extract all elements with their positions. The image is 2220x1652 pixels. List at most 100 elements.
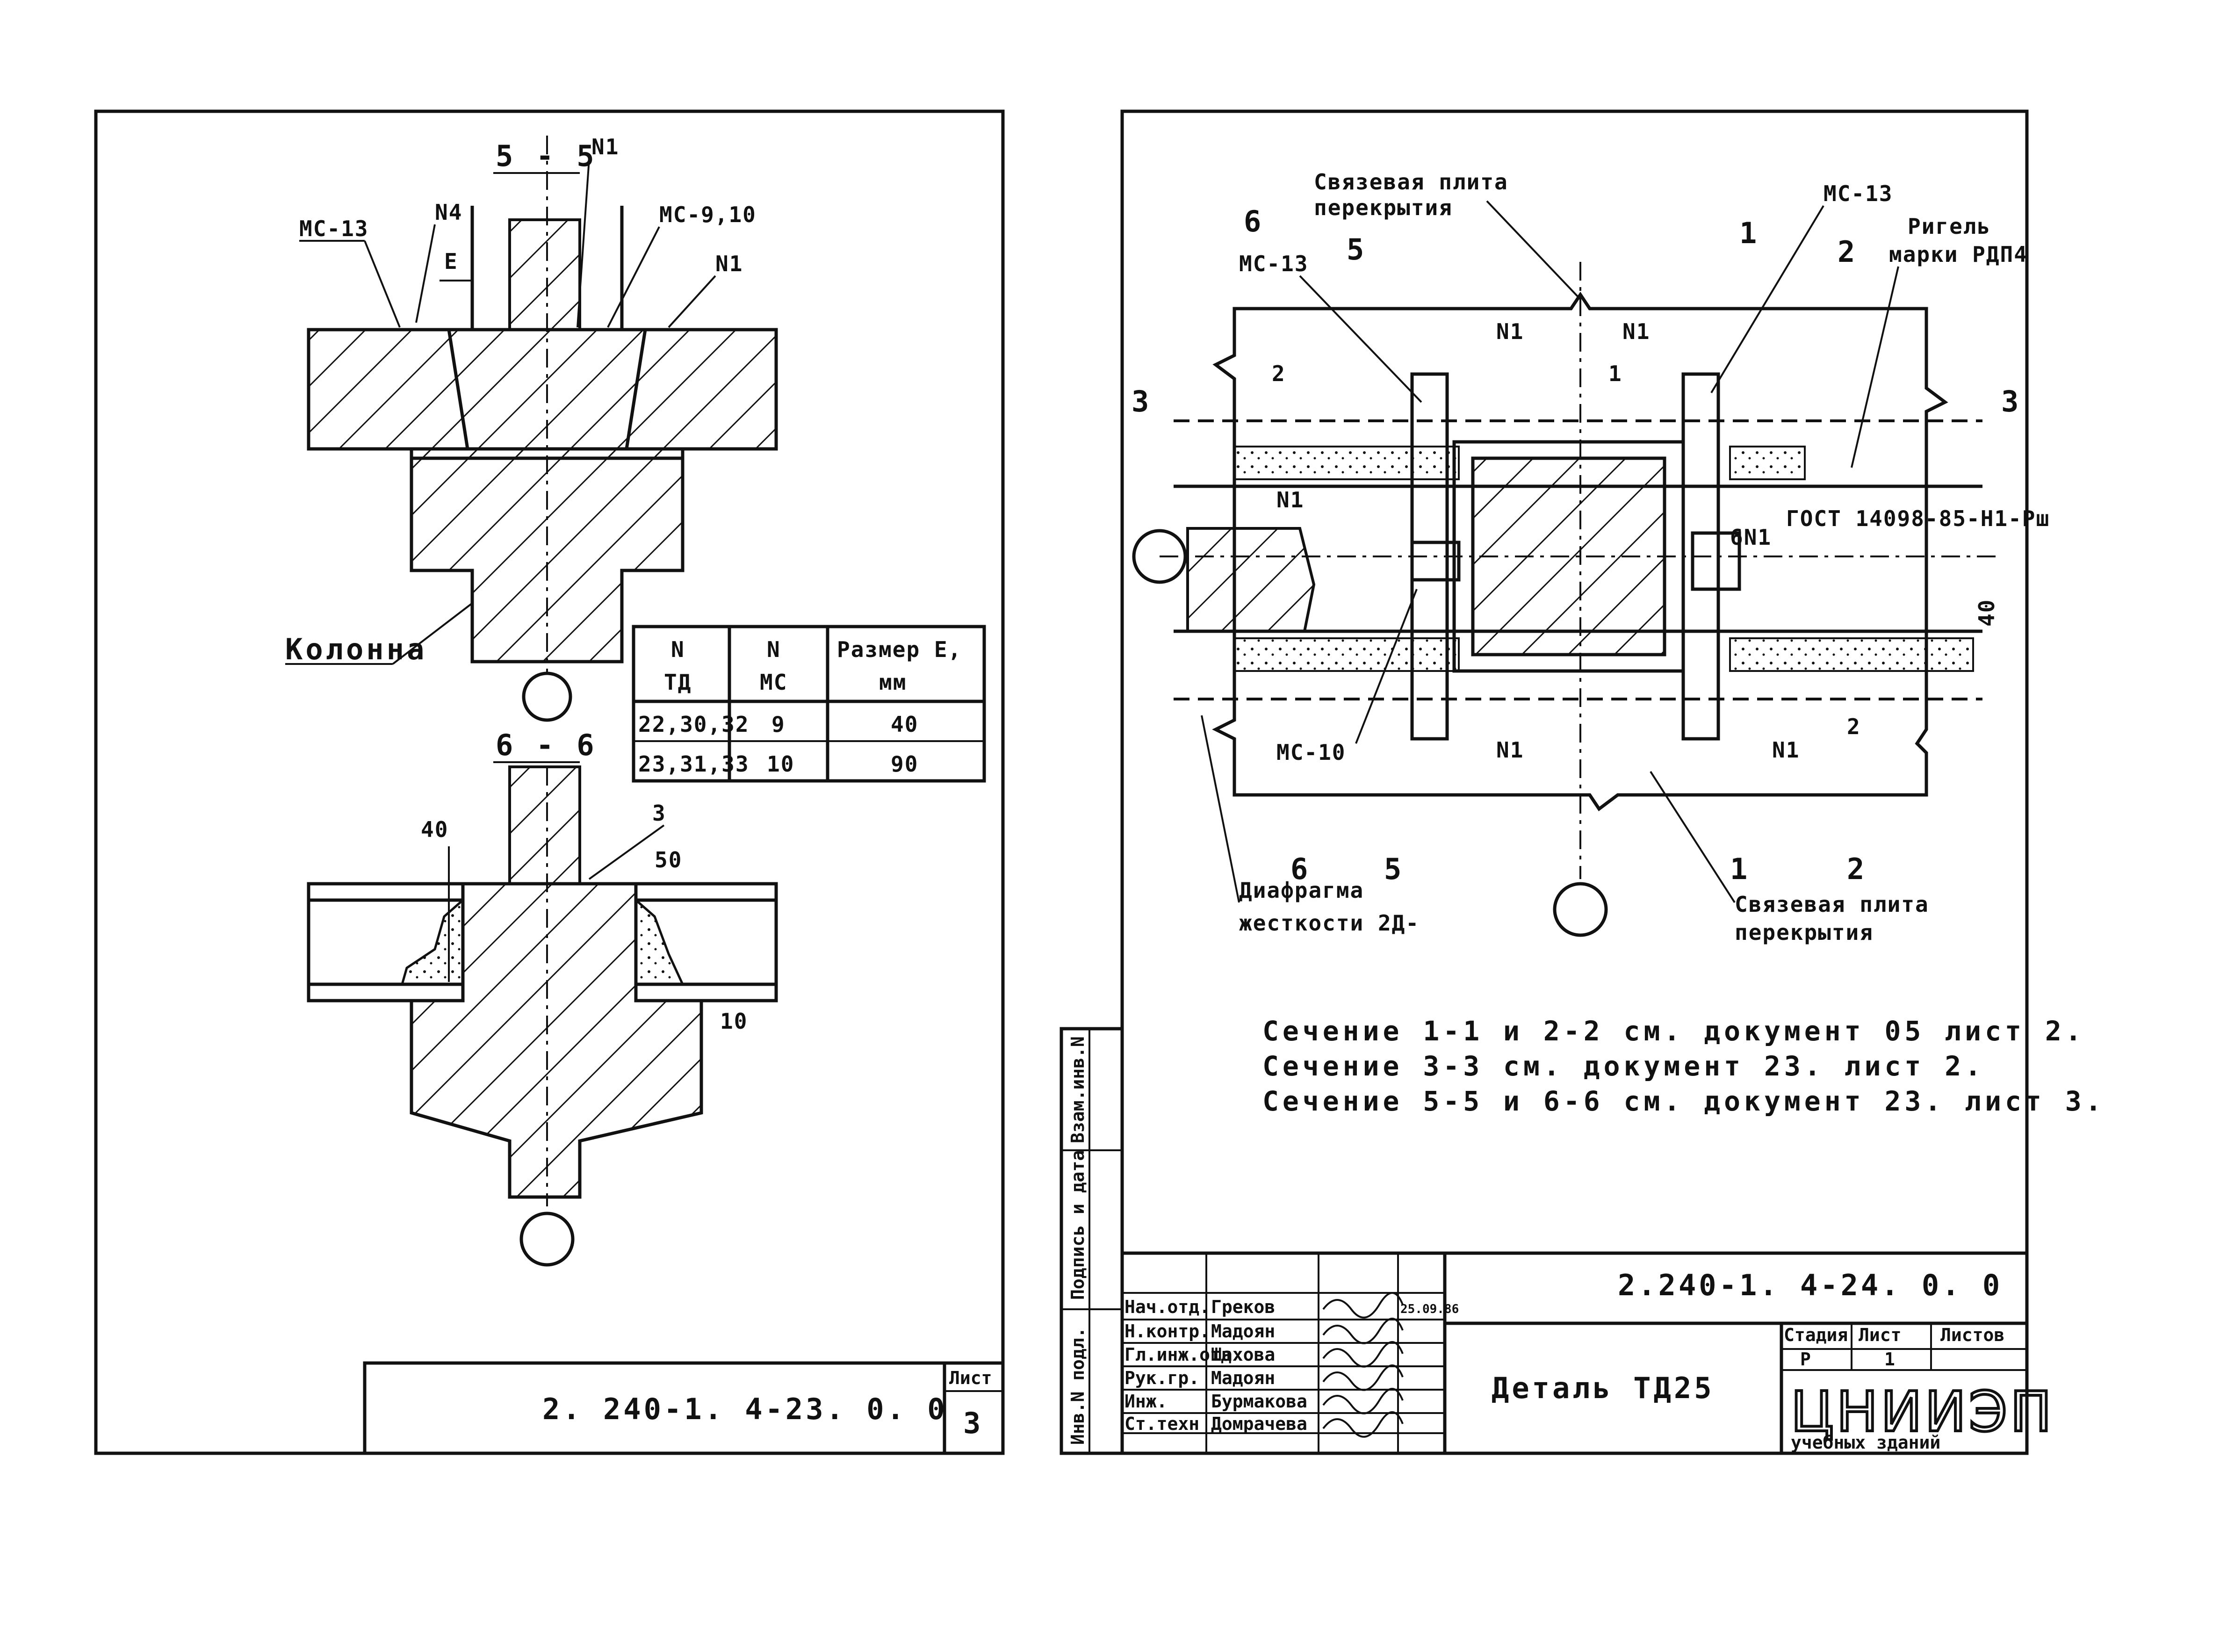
axis-marker-5-5 (522, 671, 572, 722)
role-1: Нач.отд. (1124, 1297, 1210, 1317)
label-mc13-top-right: МС-13 (1824, 181, 1893, 206)
left-sheet: 5 - 5 МС-13 N4 N1 МС-9,10 N1 (94, 109, 1005, 1455)
table-frame (632, 625, 986, 783)
diaphragm-section (1186, 527, 1316, 633)
column-core-6-6 (508, 765, 581, 885)
role-3: Гл.инж.отд (1124, 1344, 1232, 1365)
left-stamp-code: 2. 240-1. 4-23. 0. 0 (542, 1392, 948, 1426)
dim-40-right: 40 (1974, 599, 1999, 627)
label-n1-top: N1 (591, 134, 619, 159)
leader-n4 (415, 224, 436, 323)
leader-n1-right (668, 275, 716, 328)
label-item-3: 3 (652, 801, 666, 826)
label-item-2-right: 2 (1847, 714, 1861, 739)
side-stamp-2: Подпись и дата (1067, 1150, 1088, 1300)
table-cell-2-1: 23,31,33 (638, 751, 750, 777)
label-n1-right: N1 (715, 251, 743, 276)
side-stamp: Взам.инв.N Подпись и дата Инв.N подл. (1060, 1027, 1124, 1455)
cut-6-top: 6 (1244, 204, 1264, 238)
leader-mc10 (1355, 589, 1418, 744)
label-tie-plate-top-2: перекрытия (1314, 195, 1453, 220)
leader-mc910 (607, 226, 660, 328)
note-1: Сечение 1-1 и 2-2 см. документ 05 лист 2… (1262, 1015, 2085, 1047)
name-4: Мадоян (1211, 1368, 1275, 1388)
name-6: Домрачева (1211, 1414, 1307, 1434)
label-mc13-left-plan: МС-13 (1239, 251, 1308, 276)
axis-marker-left (1132, 529, 1187, 584)
leader-beam (1851, 266, 1899, 468)
cut-2-bottom: 2 (1847, 852, 1867, 886)
column-capital-6-6 (410, 882, 703, 1199)
detail-plan-drawing: Связевая плита перекрытия МС-13 МС-13 Ри… (1132, 169, 2049, 945)
label-n1-plan-1: N1 (1496, 319, 1524, 344)
note-3: Сечение 5-5 и 6-6 см. документ 23. лист … (1262, 1085, 2105, 1117)
label-6n1: 6N1 (1730, 525, 1772, 550)
label-n4: N4 (435, 200, 462, 225)
signature-2 (1322, 1318, 1404, 1344)
cut-5-bottom: 5 (1384, 852, 1404, 886)
leader-mc13-top-right (1710, 205, 1824, 394)
label-n1-plan-3: N1 (1276, 487, 1304, 512)
cut-2-top: 2 (1838, 235, 1858, 269)
table-header-3b: мм (879, 670, 907, 695)
left-stamp-sheet-number: 3 (963, 1406, 983, 1440)
label-column: Колонна (285, 632, 427, 666)
leader-tie-plate-bottom (1650, 771, 1736, 903)
label-n1-plan-5: N1 (1772, 737, 1800, 763)
dim-40-left: 40 (421, 817, 448, 842)
signature-1 (1322, 1292, 1404, 1319)
cut-1-top: 1 (1739, 216, 1759, 250)
dim-50: 50 (655, 847, 682, 873)
leader-tie-plate-top (1486, 200, 1581, 300)
role-4: Рук.гр. (1124, 1368, 1199, 1388)
grout-strip-top-right (1729, 446, 1806, 480)
axis-marker-bottom (1553, 882, 1608, 937)
title-block-title: Деталь ТД25 (1492, 1371, 1715, 1405)
section-5-5-title: 5 - 5 (496, 139, 597, 173)
label-mc13-left: МС-13 (299, 216, 368, 241)
side-stamp-frame (1060, 1027, 1124, 1455)
label-item-1: 1 (1608, 361, 1622, 386)
name-3: Шахова (1211, 1344, 1275, 1365)
signature-4 (1322, 1364, 1404, 1391)
floor-slab-5-5 (307, 328, 778, 460)
name-1: Греков (1211, 1297, 1275, 1317)
label-tie-plate-top-1: Связевая плита (1314, 169, 1508, 195)
leader-mc13-left-plan (1299, 275, 1422, 403)
plate-insert-left (1410, 541, 1461, 582)
date: 25.09.86 (1400, 1302, 1459, 1316)
leader-n1-top (577, 159, 590, 328)
table-header-2b: МС (760, 670, 787, 695)
signature-6 (1322, 1411, 1404, 1438)
label-diaphragm-1: Диафрагма (1239, 878, 1364, 903)
cut-5-top: 5 (1347, 232, 1367, 267)
role-5: Инж. (1124, 1391, 1168, 1412)
dim-10: 10 (720, 1009, 748, 1034)
title-block-code: 2.240-1. 4-24. 0. 0 (1618, 1268, 2003, 1302)
org-sub: учебных зданий (1791, 1432, 1940, 1453)
name-2: Мадоян (1211, 1321, 1275, 1342)
name-5: Бурмакова (1211, 1391, 1307, 1412)
table-cell-1-2: 9 (771, 712, 786, 737)
side-stamp-1: Взам.инв.N (1067, 1036, 1088, 1143)
grout-fill-right (634, 897, 685, 986)
left-stamp: 2. 240-1. 4-23. 0. 0 Лист 3 (363, 1361, 1005, 1455)
table-cell-1-1: 22,30,32 (638, 712, 750, 737)
sheet-value: 1 (1884, 1349, 1895, 1370)
grout-strip-top-left (1233, 446, 1460, 480)
grout-strip-bottom-left (1233, 637, 1460, 672)
label-n1-plan-4: N1 (1496, 737, 1524, 763)
sheets-label: Листов (1940, 1325, 2004, 1345)
stage-value: Р (1800, 1349, 1811, 1370)
leader-column (392, 602, 473, 665)
notes-block: Сечение 1-1 и 2-2 см. документ 05 лист 2… (1262, 1015, 2105, 1117)
label-tie-plate-bottom-1: Связевая плита (1735, 892, 1929, 917)
org-logo: ЦНИИЭП (1791, 1379, 2054, 1444)
title-block: Нач.отд. Н.контр. Гл.инж.отд Рук.гр. Инж… (1120, 1251, 2054, 1455)
grout-strip-bottom-right (1729, 637, 1974, 672)
table-header-2a: N (767, 637, 781, 662)
label-n1-plan-2: N1 (1622, 319, 1650, 344)
role-6: Ст.техн (1124, 1414, 1199, 1434)
cut-1-bottom: 1 (1730, 852, 1750, 886)
